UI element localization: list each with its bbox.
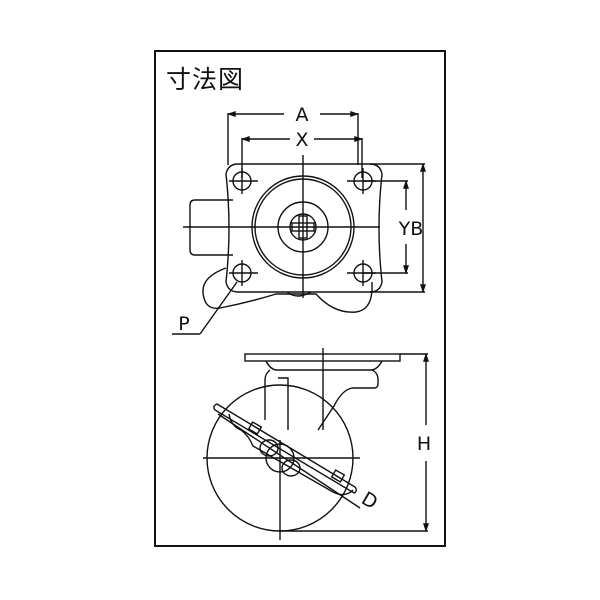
- drawing-frame: [154, 50, 446, 547]
- dim-label-P: P: [178, 313, 189, 335]
- dim-label-YB: YB: [398, 218, 424, 240]
- dim-label-H: H: [417, 433, 431, 455]
- dim-label-A: A: [296, 104, 309, 126]
- diagram-title: 寸法図: [166, 65, 245, 94]
- caster-side-view: [203, 348, 429, 540]
- caster-top-view: [172, 111, 426, 335]
- dim-label-X: X: [295, 129, 308, 151]
- dim-label-D: D: [358, 488, 382, 514]
